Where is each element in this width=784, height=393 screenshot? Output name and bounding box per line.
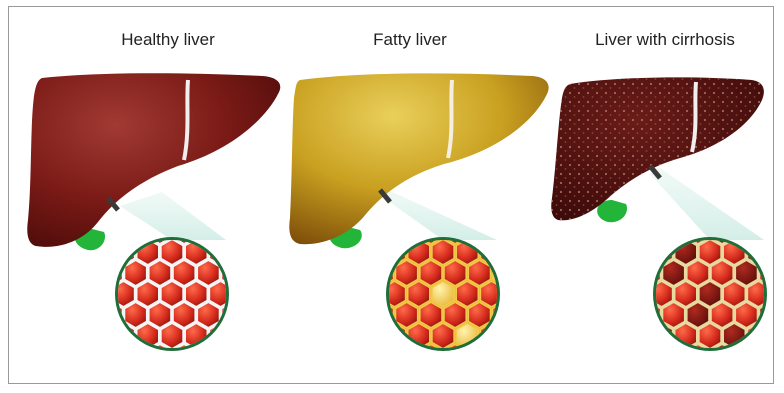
cirrhosis-cell-view	[638, 218, 781, 370]
fatty-liver-group	[289, 73, 548, 369]
cell	[161, 239, 183, 265]
cell	[735, 302, 757, 328]
cell	[687, 260, 709, 286]
cell	[444, 260, 466, 286]
cell	[197, 260, 219, 286]
cell	[137, 281, 159, 307]
cell	[420, 260, 442, 286]
cell	[125, 302, 147, 328]
cell	[396, 260, 418, 286]
cell	[663, 302, 685, 328]
cell	[723, 281, 745, 307]
cell	[480, 239, 502, 265]
cell	[383, 323, 405, 349]
cell	[699, 323, 721, 349]
cell	[699, 281, 721, 307]
cell	[197, 302, 219, 328]
zoom-beam	[120, 192, 226, 240]
cirrhosis-liver-group	[551, 77, 781, 369]
cell	[468, 260, 490, 286]
cell	[711, 302, 733, 328]
zoom-beam	[650, 168, 764, 240]
healthy-cell-view	[100, 218, 243, 370]
cell	[456, 281, 478, 307]
cell	[161, 323, 183, 349]
fatty-cell-view	[371, 218, 514, 370]
zoom-beam	[384, 190, 497, 240]
cell	[675, 281, 697, 307]
cell	[687, 302, 709, 328]
cell	[711, 260, 733, 286]
cell	[432, 239, 454, 265]
cell	[112, 239, 134, 265]
cell	[185, 281, 207, 307]
cell	[112, 323, 134, 349]
cell	[432, 281, 454, 307]
cell	[209, 323, 231, 349]
healthy-liver-group	[27, 73, 280, 370]
cell	[149, 260, 171, 286]
cell	[650, 323, 672, 349]
cell	[173, 260, 195, 286]
cell	[747, 323, 769, 349]
cell	[173, 302, 195, 328]
cell	[663, 260, 685, 286]
cirrhosis-nodules	[551, 77, 764, 220]
cell	[699, 239, 721, 265]
cell	[420, 302, 442, 328]
cell	[396, 302, 418, 328]
cell	[468, 302, 490, 328]
cell	[444, 302, 466, 328]
cell	[383, 239, 405, 265]
cell	[480, 323, 502, 349]
cell	[125, 260, 147, 286]
cell	[747, 239, 769, 265]
cell	[735, 260, 757, 286]
cell	[408, 281, 430, 307]
cell	[650, 239, 672, 265]
cell	[209, 239, 231, 265]
cell	[149, 302, 171, 328]
cell	[161, 281, 183, 307]
cell	[432, 323, 454, 349]
